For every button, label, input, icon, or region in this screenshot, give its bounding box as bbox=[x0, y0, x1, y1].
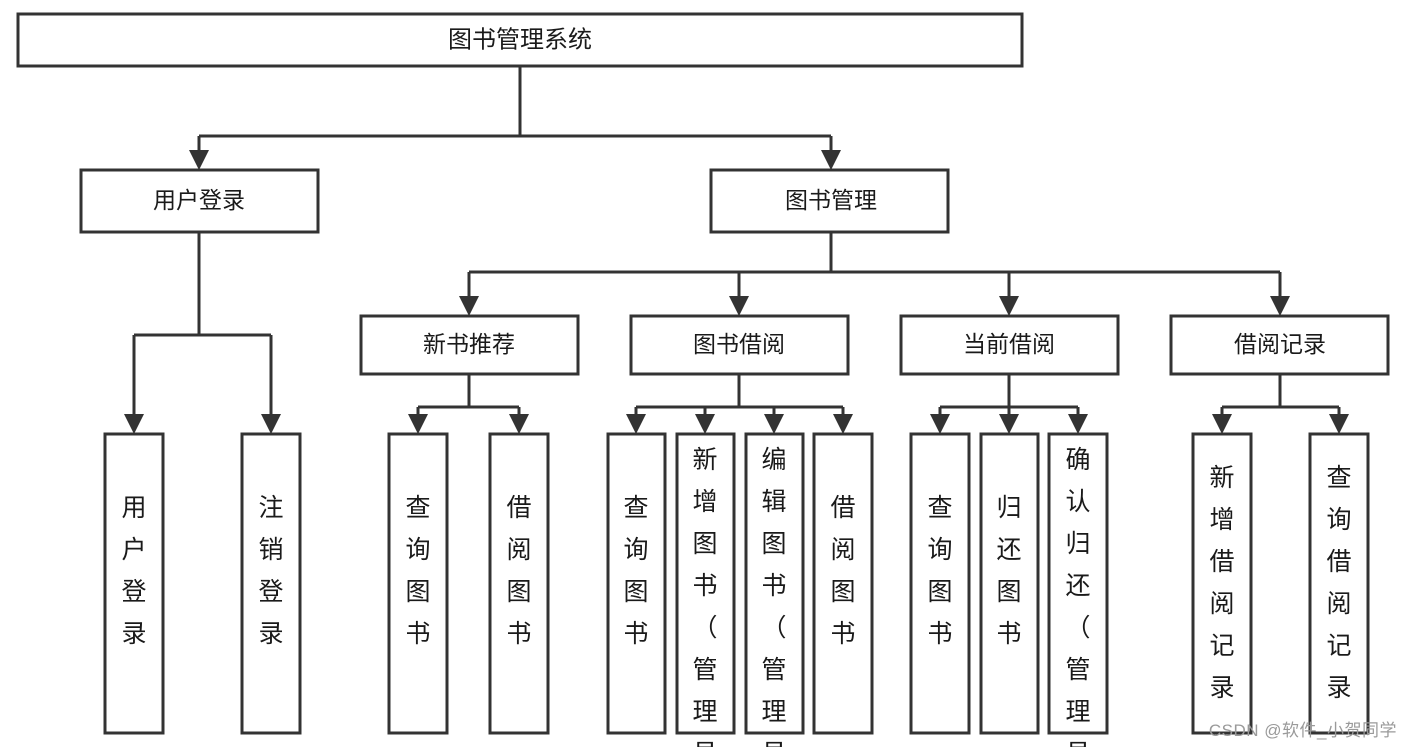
node-root-label: 图书管理系统 bbox=[448, 26, 592, 53]
node-current-borrow[interactable]: 当前借阅 bbox=[899, 314, 1120, 376]
node-current-borrow-label: 当前借阅 bbox=[963, 331, 1055, 357]
node-borrow-record-box[interactable] bbox=[1169, 314, 1390, 376]
node-leaf-query-book-2-label: 查询图书 bbox=[623, 494, 648, 648]
arrowhead-leaf-confirm-return bbox=[1068, 414, 1088, 434]
node-book-borrow-label: 图书借阅 bbox=[693, 331, 785, 357]
node-leaf-borrow-book-1-label: 借阅图书 bbox=[506, 494, 531, 648]
connectors-root-to-level2 bbox=[189, 66, 841, 170]
arrowhead-leaf-add-record bbox=[1212, 414, 1232, 434]
node-leaf-borrow-book-2-box[interactable] bbox=[812, 432, 874, 735]
arrowhead-leaf-query-book-2 bbox=[626, 414, 646, 434]
node-leaf-logout-login-box[interactable] bbox=[240, 432, 302, 735]
arrowhead-leaf-logout-login bbox=[261, 414, 281, 434]
node-leaf-query-book-2[interactable]: 查询图书 bbox=[606, 432, 667, 735]
node-leaf-query-record-label: 查询借阅记录 bbox=[1326, 464, 1351, 702]
node-new-book-recommend[interactable]: 新书推荐 bbox=[359, 314, 580, 376]
node-leaf-borrow-book-2-label: 借阅图书 bbox=[830, 494, 855, 648]
node-leaf-user-login[interactable]: 用户登录 bbox=[103, 432, 165, 735]
arrowhead-borrow-record bbox=[1270, 296, 1290, 316]
node-leaf-logout-login[interactable]: 注销登录 bbox=[240, 432, 302, 735]
arrowhead-new-book-recommend bbox=[459, 296, 479, 316]
csdn-watermark: CSDN @软件_小贺同学 bbox=[1208, 721, 1397, 740]
arrowhead-leaf-user-login bbox=[124, 414, 144, 434]
node-leaf-confirm-return-box[interactable] bbox=[1047, 432, 1109, 735]
node-leaf-add-book-label: 新增图书（管理员） bbox=[692, 446, 717, 747]
node-leaf-query-book-1-label: 查询图书 bbox=[405, 494, 430, 648]
node-leaf-query-book-3-box[interactable] bbox=[909, 432, 971, 735]
node-leaf-query-record-box[interactable] bbox=[1308, 432, 1370, 735]
node-user-login-box[interactable] bbox=[79, 168, 320, 234]
node-leaf-borrow-book-2[interactable]: 借阅图书 bbox=[812, 432, 874, 735]
arrowhead-current-borrow bbox=[999, 296, 1019, 316]
node-new-book-recommend-box[interactable] bbox=[359, 314, 580, 376]
node-new-book-recommend-label: 新书推荐 bbox=[423, 331, 515, 357]
node-leaf-add-record[interactable]: 新增借阅记录 bbox=[1191, 432, 1253, 735]
arrowhead-book-borrow bbox=[729, 296, 749, 316]
arrowhead-leaf-query-record bbox=[1329, 414, 1349, 434]
node-borrow-record-label: 借阅记录 bbox=[1234, 331, 1326, 357]
node-borrow-record[interactable]: 借阅记录 bbox=[1169, 314, 1390, 376]
node-leaf-edit-book-box[interactable] bbox=[744, 432, 805, 735]
node-leaf-query-book-2-box[interactable] bbox=[606, 432, 667, 735]
node-book-borrow-box[interactable] bbox=[629, 314, 850, 376]
node-leaf-return-book-box[interactable] bbox=[979, 432, 1040, 735]
node-leaf-borrow-book-1-box[interactable] bbox=[488, 432, 550, 735]
node-root[interactable]: 图书管理系统 bbox=[16, 12, 1024, 68]
node-leaf-logout-login-label: 注销登录 bbox=[258, 494, 283, 648]
node-leaf-confirm-return[interactable]: 确认归还（管理员） bbox=[1047, 432, 1109, 747]
node-current-borrow-box[interactable] bbox=[899, 314, 1120, 376]
node-leaf-borrow-book-1[interactable]: 借阅图书 bbox=[488, 432, 550, 735]
node-leaf-query-record[interactable]: 查询借阅记录 bbox=[1308, 432, 1370, 735]
arrowhead-book-management bbox=[821, 150, 841, 170]
arrowhead-leaf-borrow-book-2 bbox=[833, 414, 853, 434]
node-leaf-add-book[interactable]: 新增图书（管理员） bbox=[675, 432, 736, 747]
node-leaf-return-book-label: 归还图书 bbox=[996, 494, 1021, 648]
node-leaf-query-book-1[interactable]: 查询图书 bbox=[387, 432, 449, 735]
node-leaf-add-book-box[interactable] bbox=[675, 432, 736, 735]
node-leaf-add-record-box[interactable] bbox=[1191, 432, 1253, 735]
node-user-login-label: 用户登录 bbox=[153, 187, 245, 213]
connectors-newbook-to-leaves bbox=[408, 374, 529, 434]
node-leaf-query-book-3[interactable]: 查询图书 bbox=[909, 432, 971, 735]
node-leaf-user-login-label: 用户登录 bbox=[121, 494, 146, 648]
node-user-login[interactable]: 用户登录 bbox=[79, 168, 320, 234]
node-leaf-edit-book[interactable]: 编辑图书（管理员） bbox=[744, 432, 805, 747]
node-book-management-label: 图书管理 bbox=[785, 187, 877, 213]
node-leaf-user-login-box[interactable] bbox=[103, 432, 165, 735]
node-leaf-confirm-return-label: 确认归还（管理员） bbox=[1065, 446, 1090, 747]
arrowhead-leaf-edit-book bbox=[764, 414, 784, 434]
node-leaf-query-book-1-box[interactable] bbox=[387, 432, 449, 735]
node-book-borrow[interactable]: 图书借阅 bbox=[629, 314, 850, 376]
node-leaf-query-book-3-label: 查询图书 bbox=[927, 494, 952, 648]
node-book-management-box[interactable] bbox=[709, 168, 950, 234]
arrowhead-leaf-return-book bbox=[999, 414, 1019, 434]
node-leaf-return-book[interactable]: 归还图书 bbox=[979, 432, 1040, 735]
arrowhead-leaf-borrow-book-1 bbox=[509, 414, 529, 434]
arrowhead-user-login bbox=[189, 150, 209, 170]
connectors-currentborrow-to-leaves bbox=[930, 374, 1088, 434]
connectors-userlogin-to-leaves bbox=[124, 232, 281, 434]
node-leaf-add-record-label: 新增借阅记录 bbox=[1209, 464, 1234, 702]
arrowhead-leaf-query-book-3 bbox=[930, 414, 950, 434]
arrowhead-leaf-add-book bbox=[695, 414, 715, 434]
connectors-borrowrecord-to-leaves bbox=[1212, 374, 1349, 434]
node-book-management[interactable]: 图书管理 bbox=[709, 168, 950, 234]
node-root-box[interactable] bbox=[16, 12, 1024, 68]
connectors-bookmgmt-to-level3 bbox=[459, 232, 1290, 316]
arrowhead-leaf-query-book-1 bbox=[408, 414, 428, 434]
node-leaf-edit-book-label: 编辑图书（管理员） bbox=[761, 446, 786, 747]
connectors-bookborrow-to-leaves bbox=[626, 374, 853, 434]
